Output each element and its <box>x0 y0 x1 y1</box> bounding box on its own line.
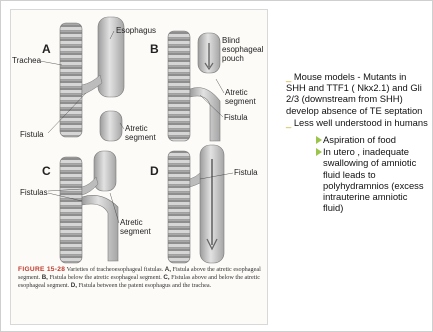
panel-letter-d: D <box>150 164 159 178</box>
panel-letter-b: B <box>150 42 159 56</box>
atretic-segment-a <box>100 111 122 141</box>
trachea-d <box>168 151 190 263</box>
label-blind-1: Blind <box>222 36 240 45</box>
note-humans-text: Less well understood in humans <box>294 117 428 128</box>
label-fistula-a: Fistula <box>20 130 44 139</box>
panel-b: B Blind esophageal pouch Atretic segment… <box>150 31 264 141</box>
note-mouse-models: _ Mouse models - Mutants in SHH and TTF1… <box>286 71 428 116</box>
bullet-list: Aspiration of food In utero , inadequate… <box>316 134 428 213</box>
label-fistula-d: Fistula <box>234 168 258 177</box>
panel-letter-c: C <box>42 164 51 178</box>
caption-b-text: Fistula below the atretic esophageal seg… <box>49 274 161 281</box>
label-blind-3: pouch <box>222 54 244 63</box>
caption-d-label: D, <box>71 282 77 289</box>
fistula-upper-c <box>82 177 98 195</box>
label-atretic-b-1: Atretic <box>225 88 248 97</box>
caption-d-text: Fistula between the patent esophagus and… <box>78 282 211 289</box>
fistula-d <box>190 173 200 187</box>
bullet-text: Aspiration of food <box>323 134 396 145</box>
note-mouse-models-text: Mouse models - Mutants in SHH and TTF1 (… <box>286 71 422 116</box>
label-esophagus: Esophagus <box>116 26 156 35</box>
label-blind-2: esophageal <box>222 45 264 54</box>
label-atretic-a-1: Atretic <box>125 124 148 133</box>
label-atretic-c-2: segment <box>120 227 151 236</box>
label-fistula-b: Fistula <box>224 113 248 122</box>
note-dash: _ <box>286 71 291 82</box>
caption-intro: Varieties of tracheoesophageal fistulas. <box>67 266 164 273</box>
trachea-c <box>60 157 82 263</box>
panel-a: A Esophagus Trachea Fistula Atretic segm… <box>12 17 156 142</box>
label-trachea: Trachea <box>12 56 42 65</box>
bullet-triangle-icon <box>316 136 322 144</box>
notes-column: _ Mouse models - Mutants in SHH and TTF1… <box>286 71 428 213</box>
note-humans: _ Less well understood in humans <box>286 117 428 128</box>
panel-d: D Fistula <box>150 145 258 263</box>
label-atretic-c-1: Atretic <box>120 218 143 227</box>
trachea-a <box>60 23 82 137</box>
caption-a-label: A, <box>165 266 171 273</box>
distal-esophagus-c <box>82 195 118 261</box>
caption-head: FIGURE 15-28 <box>18 266 65 273</box>
distal-esophagus-b <box>190 88 220 142</box>
bullet-text: In utero , inadequate swallowing of amni… <box>323 146 428 213</box>
bullet-triangle-icon <box>316 148 322 156</box>
label-fistulas: Fistulas <box>20 188 48 197</box>
panel-c: C Fistulas Atretic segment <box>20 151 151 263</box>
figure-caption: FIGURE 15-28 Varieties of tracheoesophag… <box>18 266 263 290</box>
panel-letter-a: A <box>42 42 51 56</box>
label-atretic-a-2: segment <box>125 133 156 142</box>
label-atretic-b-2: segment <box>225 97 256 106</box>
note-dash: _ <box>286 117 291 128</box>
bullet-item: Aspiration of food <box>316 134 428 145</box>
caption-c-label: C, <box>163 274 169 281</box>
trachea-b <box>168 31 190 141</box>
caption-b-label: B, <box>42 274 48 281</box>
tef-illustration: A Esophagus Trachea Fistula Atretic segm… <box>10 9 268 265</box>
bullet-item: In utero , inadequate swallowing of amni… <box>316 146 428 213</box>
